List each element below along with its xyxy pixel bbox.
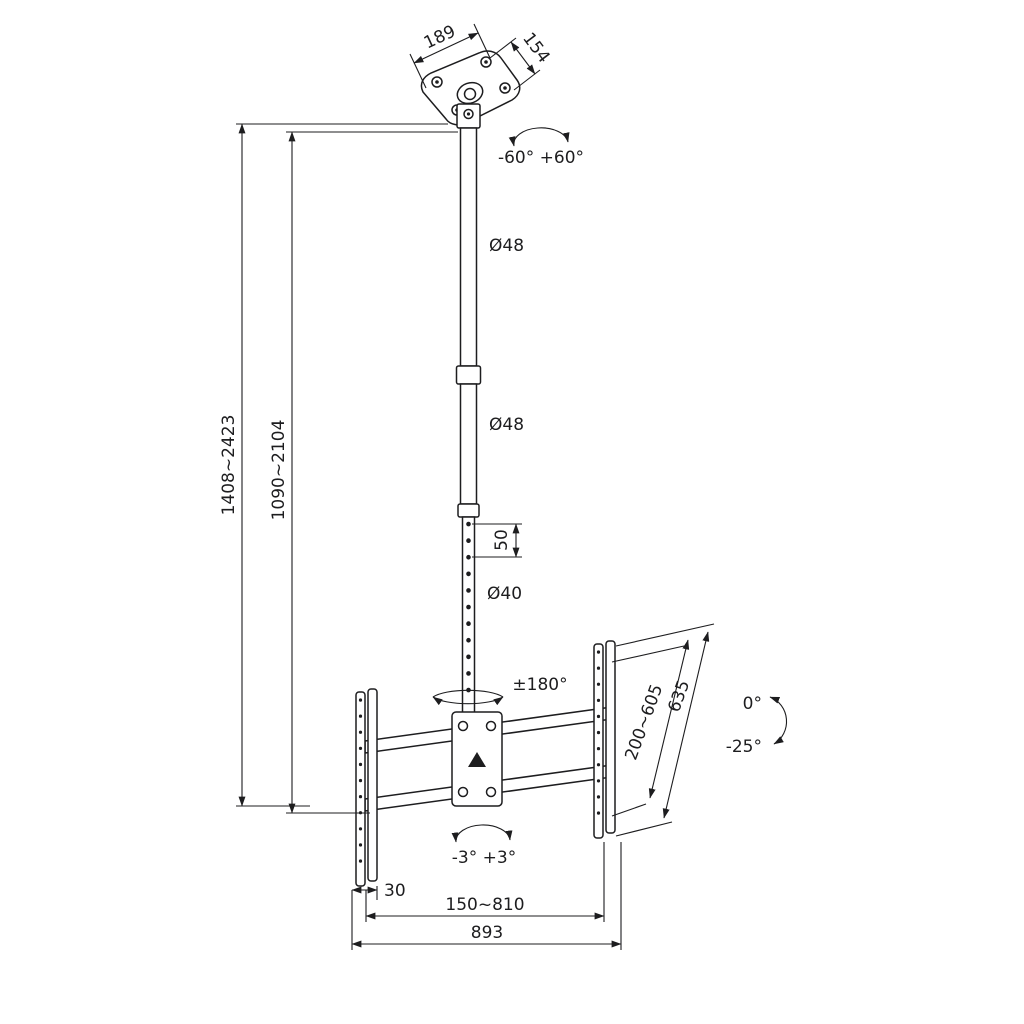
level-adjust-symbol: -3° +3° [451, 824, 516, 868]
screen-tilt-symbol: 0° -25° [726, 694, 788, 757]
pole-middle-tube [459, 383, 478, 505]
plate-bolt [435, 80, 439, 84]
base-width-dim-line [413, 32, 479, 64]
lower-tube-diameter-label: Ø40 [487, 584, 522, 604]
pivot-tilt-arc [508, 127, 570, 147]
rail-width-label: 30 [384, 881, 406, 901]
bracket-ext-hole-top [611, 645, 685, 663]
right-rail-back [605, 640, 616, 834]
swivel-symbol: ±180° [432, 675, 568, 706]
base-depth-dim-line [510, 41, 536, 75]
vesa-plate-triangle-mark [468, 752, 486, 767]
total-height-label: 1408~2423 [219, 415, 239, 516]
bracket-height-dimensions: 200~605 635 [611, 623, 715, 837]
vesa-bolt [457, 786, 469, 798]
screen-tilt-min-label: -25° [726, 737, 762, 757]
screen-tilt-arc [769, 696, 788, 745]
middle-tube-diameter-label: Ø48 [489, 415, 524, 435]
base-width-ext1 [409, 53, 427, 89]
base-depth-label: 154 [518, 29, 554, 67]
tv-hole-width-dimension: 150~810 [365, 842, 605, 922]
total-height-dimension: 1408~2423 [219, 123, 448, 807]
base-width-label: 189 [421, 22, 459, 54]
hole-pitch-dimension: 50 [472, 523, 522, 558]
bracket-total-dim-line [662, 631, 710, 819]
swivel-arc-back [432, 689, 504, 698]
crossbar-width-dimension: 893 [351, 842, 622, 950]
base-width-ext2 [473, 23, 491, 59]
left-rail-back [367, 688, 378, 882]
telescopic-pole [455, 127, 482, 719]
plate-bolt [503, 86, 507, 90]
rail-width-dimension: 30 [351, 881, 406, 901]
base-depth-ext2 [513, 69, 541, 91]
right-rail-front [593, 643, 604, 839]
pivot-tilt-label: -60° +60° [498, 148, 584, 168]
bracket-ext-bottom [615, 821, 673, 837]
tv-hole-width-label: 150~810 [445, 895, 524, 915]
vesa-bolt [457, 720, 469, 732]
pole-upper-tube [459, 127, 478, 367]
pole-height-dimension: 1090~2104 [269, 131, 458, 814]
swivel-arc-front [432, 696, 504, 706]
crossbar-width-label: 893 [471, 923, 503, 943]
bracket-ext-hole-bottom [611, 803, 647, 817]
swivel-label: ±180° [512, 675, 567, 695]
pole-height-label: 1090~2104 [269, 420, 289, 521]
vesa-bolt [485, 720, 497, 732]
bracket-ext-top [615, 623, 715, 647]
plate-bolt [484, 60, 488, 64]
base-depth-ext1 [489, 37, 517, 59]
pole-collar [455, 365, 482, 385]
left-rail-front [355, 691, 366, 887]
pole-reducer [457, 503, 480, 518]
level-adjust-arc [451, 824, 513, 843]
screen-tilt-max-label: 0° [743, 694, 762, 714]
vesa-bolt [485, 786, 497, 798]
tv-bracket-assembly [355, 640, 616, 887]
bracket-hole-range-label: 200~605 [621, 682, 667, 763]
ceiling-plate [420, 50, 521, 129]
level-adjust-label: -3° +3° [452, 848, 516, 868]
hole-pitch-label: 50 [492, 529, 512, 551]
yoke-bolt-center [466, 112, 471, 116]
pivot-tilt-symbol: -60° +60° [498, 127, 584, 168]
plate-hub-center [463, 87, 477, 101]
upper-tube-diameter-label: Ø48 [489, 236, 524, 256]
